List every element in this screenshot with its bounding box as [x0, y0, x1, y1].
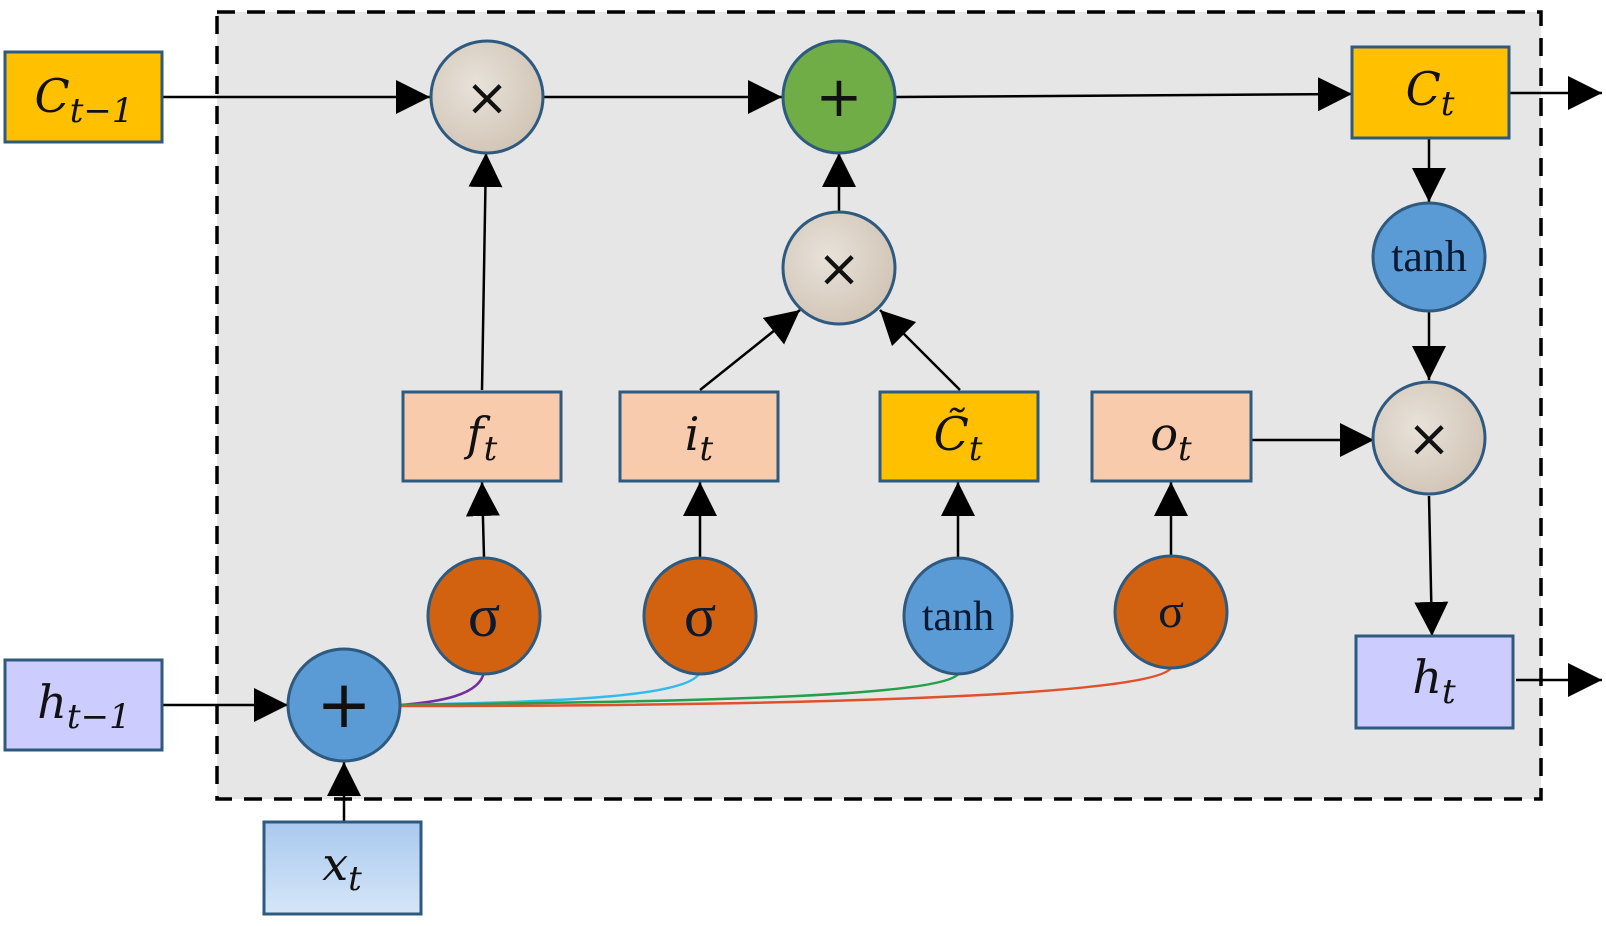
output-gate-base: o: [1150, 407, 1178, 461]
forget-multiply-node: ×: [429, 39, 545, 155]
output-gate-sub: t: [1178, 429, 1192, 469]
cell-state-sub: t: [1441, 84, 1455, 124]
output-multiply-node: ×: [1371, 380, 1487, 496]
edge-forget-sigma-to-gate: [465, 481, 500, 558]
multiply-icon: ×: [1407, 409, 1451, 469]
input-add-node: +: [286, 647, 402, 763]
input-gate-base: i: [685, 407, 700, 461]
prev-cell-state-sub: t−1: [70, 91, 134, 131]
hidden-state-sub: t: [1442, 672, 1456, 712]
candidate-gate-sub: t: [969, 429, 983, 469]
svg-text:ht−1: ht−1: [37, 675, 130, 737]
prev-cell-state-box: Ct−1: [3, 50, 164, 144]
curve-to-candidate-tanh: [399, 673, 960, 707]
multiply-icon: ×: [465, 68, 509, 128]
sigma-label: σ: [1158, 585, 1184, 638]
output-gate-box: ot: [1090, 390, 1253, 483]
edge-forget-gate-to-mul: [468, 152, 503, 391]
feeder-curves: [399, 667, 1173, 708]
input-sub: t: [348, 859, 362, 899]
input-box: xt: [262, 820, 423, 916]
curve-to-output-sigma: [399, 667, 1173, 708]
forget-sigma-node: σ: [426, 556, 542, 676]
edge-add-to-cell-state: [895, 77, 1353, 112]
edge-input-gate-to-mul: [699, 309, 801, 391]
plus-icon: +: [816, 65, 863, 130]
tanh-label: tanh: [1391, 232, 1467, 281]
multiply-icon: ×: [817, 239, 861, 299]
svg-text:Ct−1: Ct−1: [35, 69, 134, 131]
prev-hidden-state-base: h: [37, 675, 67, 729]
hidden-state-box: ht: [1354, 634, 1515, 730]
svg-text:xt: xt: [322, 837, 362, 899]
svg-text:ot: ot: [1150, 407, 1192, 469]
connections: [162, 76, 1602, 822]
input-multiply-node: ×: [781, 210, 897, 326]
input-base: x: [322, 837, 348, 891]
output-sigma-node: σ: [1113, 554, 1229, 670]
edge-candidate-to-mul: [879, 309, 961, 391]
prev-hidden-state-sub: t−1: [67, 697, 131, 737]
svg-text:it: it: [685, 407, 714, 469]
tanh-label: tanh: [922, 594, 994, 640]
prev-hidden-state-box: ht−1: [3, 658, 164, 752]
candidate-gate-box: C̃t: [878, 390, 1040, 483]
cell-state-box: Ct: [1350, 45, 1511, 140]
candidate-tanh-node: tanh: [902, 556, 1014, 676]
hidden-state-base: h: [1412, 650, 1442, 704]
forget-gate-box: ft: [401, 390, 563, 483]
svg-text:C̃t: C̃t: [934, 407, 983, 469]
candidate-gate-base: C̃: [934, 407, 969, 461]
cell-tanh-node: tanh: [1371, 201, 1487, 313]
svg-text:Ct: Ct: [1406, 62, 1455, 124]
cell-add-node: +: [781, 39, 897, 155]
plus-icon: +: [316, 666, 371, 743]
svg-text:ht: ht: [1412, 650, 1456, 712]
input-gate-box: it: [618, 390, 780, 483]
edge-output-mul-to-hidden: [1414, 495, 1449, 637]
prev-cell-state-base: C: [35, 69, 70, 123]
sigma-label: σ: [468, 583, 500, 649]
input-sigma-node: σ: [642, 556, 758, 676]
forget-gate-sub: t: [484, 429, 498, 469]
input-gate-sub: t: [700, 429, 714, 469]
cell-state-base: C: [1406, 62, 1441, 116]
sigma-label: σ: [684, 583, 716, 649]
